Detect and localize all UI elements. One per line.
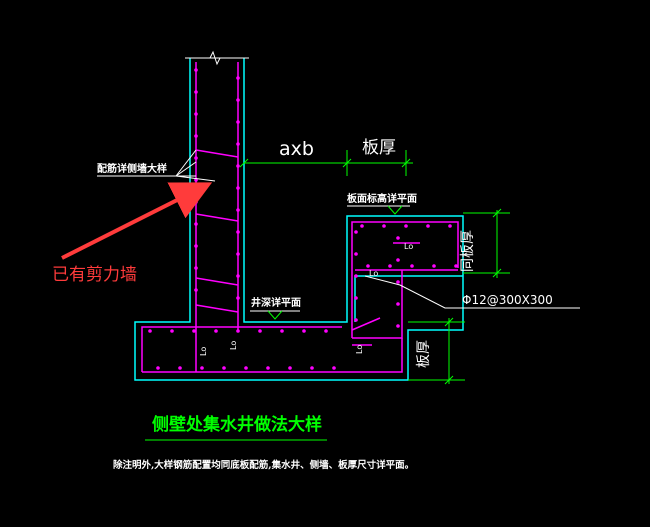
rebar-dot xyxy=(454,264,458,268)
lap-label-3: Lo xyxy=(355,345,364,354)
lap-label-1: Lo xyxy=(199,347,208,356)
lap-label-5: Lo xyxy=(369,269,378,278)
rebar-dot xyxy=(410,264,414,268)
concrete-outline xyxy=(134,58,464,381)
slab-top-elev-label: 板面标高详平面 xyxy=(347,192,417,205)
rebar-dot xyxy=(404,224,408,228)
rebar-dot xyxy=(236,296,240,300)
rebar-dot xyxy=(302,329,306,333)
rebar-dot xyxy=(194,134,198,138)
rebar-dot xyxy=(236,98,240,102)
rebar-dot xyxy=(194,244,198,248)
rebar-dot xyxy=(360,224,364,228)
pit-rebar-outer xyxy=(351,221,459,338)
rebar-dot xyxy=(192,329,196,333)
lap-label-4: Lo xyxy=(404,242,413,251)
rebar-dot xyxy=(258,329,262,333)
same-slab-thickness-label: 同板厚 xyxy=(460,230,476,272)
rebar-dot xyxy=(396,324,400,328)
rebar-dot xyxy=(194,200,198,204)
pit-inner-edge xyxy=(354,275,463,322)
rebar-dot xyxy=(194,156,198,160)
rebar-dots xyxy=(148,68,458,370)
rebar-dot xyxy=(214,329,218,333)
rebar-dot xyxy=(194,266,198,270)
pit-rebar-inner xyxy=(352,270,403,339)
rebar-dot xyxy=(236,164,240,168)
rebar-note-label: 配筋详侧墙大样 xyxy=(97,162,167,175)
rebar-dot xyxy=(194,90,198,94)
rebar-dot xyxy=(194,68,198,72)
rebar-dot xyxy=(200,366,204,370)
rebar-dot xyxy=(396,236,400,240)
rebar-dot xyxy=(156,366,160,370)
pit-depth-label: 井深详平面 xyxy=(251,296,301,309)
rebar-dot xyxy=(194,222,198,226)
slab-rebar-bottom xyxy=(142,338,403,373)
rebar-dot xyxy=(266,366,270,370)
dimension-lines xyxy=(239,150,510,385)
rebar-dot xyxy=(280,329,284,333)
footnote: 除注明外,大样钢筋配置均同底板配筋,集水井、侧墙、板厚尺寸详平面。 xyxy=(113,459,414,471)
rebar-dot xyxy=(236,230,240,234)
rebar-dot xyxy=(170,329,174,333)
rebar-dot xyxy=(426,224,430,228)
slab-thickness-label: 板厚 xyxy=(362,138,396,158)
rebar-dot xyxy=(178,366,182,370)
rebar-dot xyxy=(448,224,452,228)
rebar-dot xyxy=(222,366,226,370)
rebar-dot xyxy=(396,280,400,284)
rebar-dot xyxy=(236,76,240,80)
rebar-dot xyxy=(194,288,198,292)
dim-axb-label: axb xyxy=(279,138,314,160)
break-mark xyxy=(185,50,249,66)
annotation-label: 已有剪力墙 xyxy=(52,265,137,285)
rebar-dot xyxy=(236,120,240,124)
rebar-dot xyxy=(324,329,328,333)
drawing-title: 侧壁处集水井做法大样 xyxy=(152,414,322,435)
rebar-dot xyxy=(354,274,358,278)
rebar-dot xyxy=(366,264,370,268)
rebar-dot xyxy=(288,366,292,370)
rebar-dot xyxy=(432,264,436,268)
rebar-dot xyxy=(332,366,336,370)
lap-label-2: Lo xyxy=(229,341,238,350)
annotation-arrow xyxy=(61,182,213,260)
bottom-thickness-label: 板厚 xyxy=(416,340,432,368)
rebar-dot xyxy=(354,252,358,256)
rebar-dot xyxy=(388,264,392,268)
rebar-dot xyxy=(236,329,240,333)
rebar-dot xyxy=(396,302,400,306)
wall-left-edge xyxy=(134,58,464,381)
rebar-dot xyxy=(244,366,248,370)
rebar-dot xyxy=(236,274,240,278)
slab-level-marker xyxy=(387,205,403,215)
rebar-dot xyxy=(236,186,240,190)
rebar-dot xyxy=(382,224,386,228)
rebar-dot xyxy=(194,112,198,116)
rebar-dot xyxy=(396,258,400,262)
rebar-dot xyxy=(236,142,240,146)
bar-spec-label: Φ12@300X300 xyxy=(462,293,553,307)
pit-level-marker xyxy=(267,310,283,320)
rebar-dot xyxy=(236,252,240,256)
slab-rebar-top xyxy=(141,326,342,372)
bar-spec-leader xyxy=(364,275,580,309)
rebar-dot xyxy=(236,208,240,212)
rebar-dot xyxy=(310,366,314,370)
rebar-dot xyxy=(354,318,358,322)
rebar-dot xyxy=(148,329,152,333)
rebar-dot xyxy=(354,230,358,234)
rebar-dot xyxy=(354,296,358,300)
leader-lines xyxy=(97,149,580,312)
